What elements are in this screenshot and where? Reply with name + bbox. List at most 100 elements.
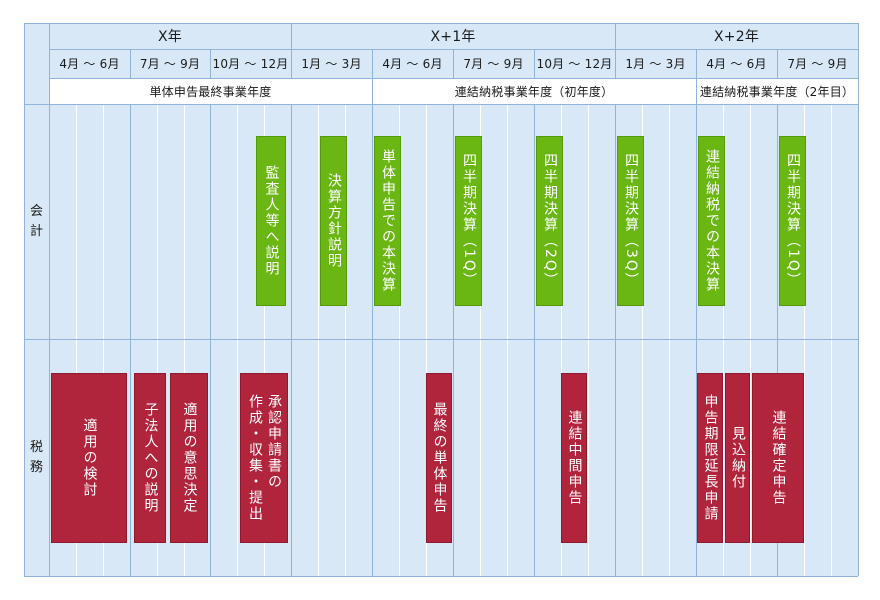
row-label-char: 務 (29, 459, 43, 475)
grid-line (130, 104, 131, 576)
grid-line (24, 104, 858, 105)
period-header: 7月 ～ 9月 (777, 49, 858, 78)
row-label-char: 会 (29, 203, 43, 219)
month-divider (103, 104, 104, 576)
grid-line (534, 49, 535, 78)
accounting-task-bar: 四半期決算（1Q） (779, 136, 806, 306)
tax-task-bar: 連結確定申告 (752, 373, 804, 543)
month-divider (399, 104, 400, 576)
grid-line (49, 23, 50, 576)
grid-line (49, 78, 858, 79)
tax-task-label: 適用の検討 (81, 418, 98, 498)
tax-task-label: 連結中間申告 (566, 410, 583, 506)
grid-line (777, 49, 778, 78)
tax-task-bar: 連結中間申告 (561, 373, 587, 543)
accounting-task-bar: 四半期決算（3Q） (617, 136, 644, 306)
month-divider (318, 104, 319, 576)
row-label-char: 計 (29, 223, 43, 239)
accounting-task-label: 監査人等へ説明 (263, 165, 280, 277)
accounting-task-label: 四半期決算（3Q） (623, 153, 639, 289)
month-divider (507, 104, 508, 576)
grid-line (696, 49, 697, 576)
grid-line (615, 23, 616, 78)
period-header: 7月 ～ 9月 (453, 49, 534, 78)
tax-task-bar: 申告期限延長申請 (697, 373, 723, 543)
accounting-task-bar: 単体申告での本決算 (374, 136, 401, 306)
period-header: 1月 ～ 3月 (291, 49, 372, 78)
tax-task-label: 申告期限延長申請 (702, 394, 719, 522)
month-divider (345, 104, 346, 576)
row-label-char: 税 (29, 439, 43, 455)
grid-line (49, 49, 858, 50)
grid-line (615, 104, 616, 576)
grid-line (24, 23, 25, 576)
accounting-task-bar: 決算方針説明 (320, 136, 347, 306)
accounting-task-bar: 監査人等へ説明 (256, 136, 286, 306)
grid-line (210, 104, 211, 576)
period-header: 10月 ～ 12月 (534, 49, 615, 78)
tax-task-bar: 子法人への説明 (134, 373, 166, 543)
fiscal-year-label: 連結納税事業年度（2年目） (696, 78, 858, 104)
month-divider (588, 104, 589, 576)
month-divider (561, 104, 562, 576)
grid-line (24, 339, 858, 340)
month-divider (184, 104, 185, 576)
tax-task-label: 見込納付 (730, 426, 746, 490)
row-label-accounting: 会 計 (24, 104, 49, 339)
tax-task-bar: 適用の検討 (51, 373, 127, 543)
fiscal-year-label: 連結納税事業年度（初年度） (372, 78, 696, 104)
month-divider (480, 104, 481, 576)
month-divider (831, 104, 832, 576)
year-header-x2: X+2年 (615, 23, 858, 49)
grid-line (858, 23, 859, 576)
month-divider (723, 104, 724, 576)
month-divider (426, 104, 427, 576)
grid-line (372, 49, 373, 576)
grid-line (130, 49, 131, 78)
tax-task-label: 承認申請書の 作成・収集・提出 (247, 394, 282, 522)
accounting-task-bar: 連結納税での本決算 (698, 136, 725, 306)
period-header: 7月 ～ 9月 (130, 49, 210, 78)
tax-task-label: 子法人への説明 (142, 402, 159, 514)
tax-task-bar: 最終の単体申告 (426, 373, 452, 543)
accounting-task-label: 連結納税での本決算 (704, 149, 720, 293)
accounting-task-bar: 四半期決算（1Q） (455, 136, 482, 306)
month-divider (669, 104, 670, 576)
row-label-tax: 税 務 (24, 339, 49, 576)
year-header-x1: X+1年 (291, 23, 615, 49)
accounting-task-label: 単体申告での本決算 (380, 149, 396, 293)
tax-task-label: 連結確定申告 (770, 410, 787, 506)
accounting-task-label: 四半期決算（2Q） (542, 153, 558, 289)
period-header: 4月 ～ 6月 (49, 49, 130, 78)
corner-cell (24, 23, 49, 104)
year-header-x: X年 (49, 23, 291, 49)
accounting-task-bar: 四半期決算（2Q） (536, 136, 563, 306)
month-divider (157, 104, 158, 576)
grid-line (291, 23, 292, 78)
month-divider (237, 104, 238, 576)
month-divider (804, 104, 805, 576)
month-divider (264, 104, 265, 576)
period-header: 1月 ～ 3月 (615, 49, 696, 78)
tax-task-label: 最終の単体申告 (431, 402, 448, 514)
tax-task-bar: 承認申請書の 作成・収集・提出 (240, 373, 288, 543)
grid-line (24, 23, 858, 24)
grid-line (453, 104, 454, 576)
grid-line (453, 49, 454, 78)
month-divider (642, 104, 643, 576)
period-header: 4月 ～ 6月 (372, 49, 453, 78)
grid-line (777, 104, 778, 576)
month-divider (750, 104, 751, 576)
accounting-task-label: 四半期決算（1Q） (461, 153, 477, 289)
accounting-task-label: 決算方針説明 (326, 173, 342, 269)
period-header: 10月 ～ 12月 (210, 49, 291, 78)
tax-task-bar: 適用の意思決定 (170, 373, 208, 543)
fiscal-year-label: 単体申告最終事業年度 (49, 78, 372, 104)
month-divider (76, 104, 77, 576)
grid-line (534, 104, 535, 576)
accounting-task-label: 四半期決算（1Q） (785, 153, 801, 289)
grid-line (210, 49, 211, 78)
grid-line (291, 104, 292, 576)
grid-line (24, 576, 858, 577)
